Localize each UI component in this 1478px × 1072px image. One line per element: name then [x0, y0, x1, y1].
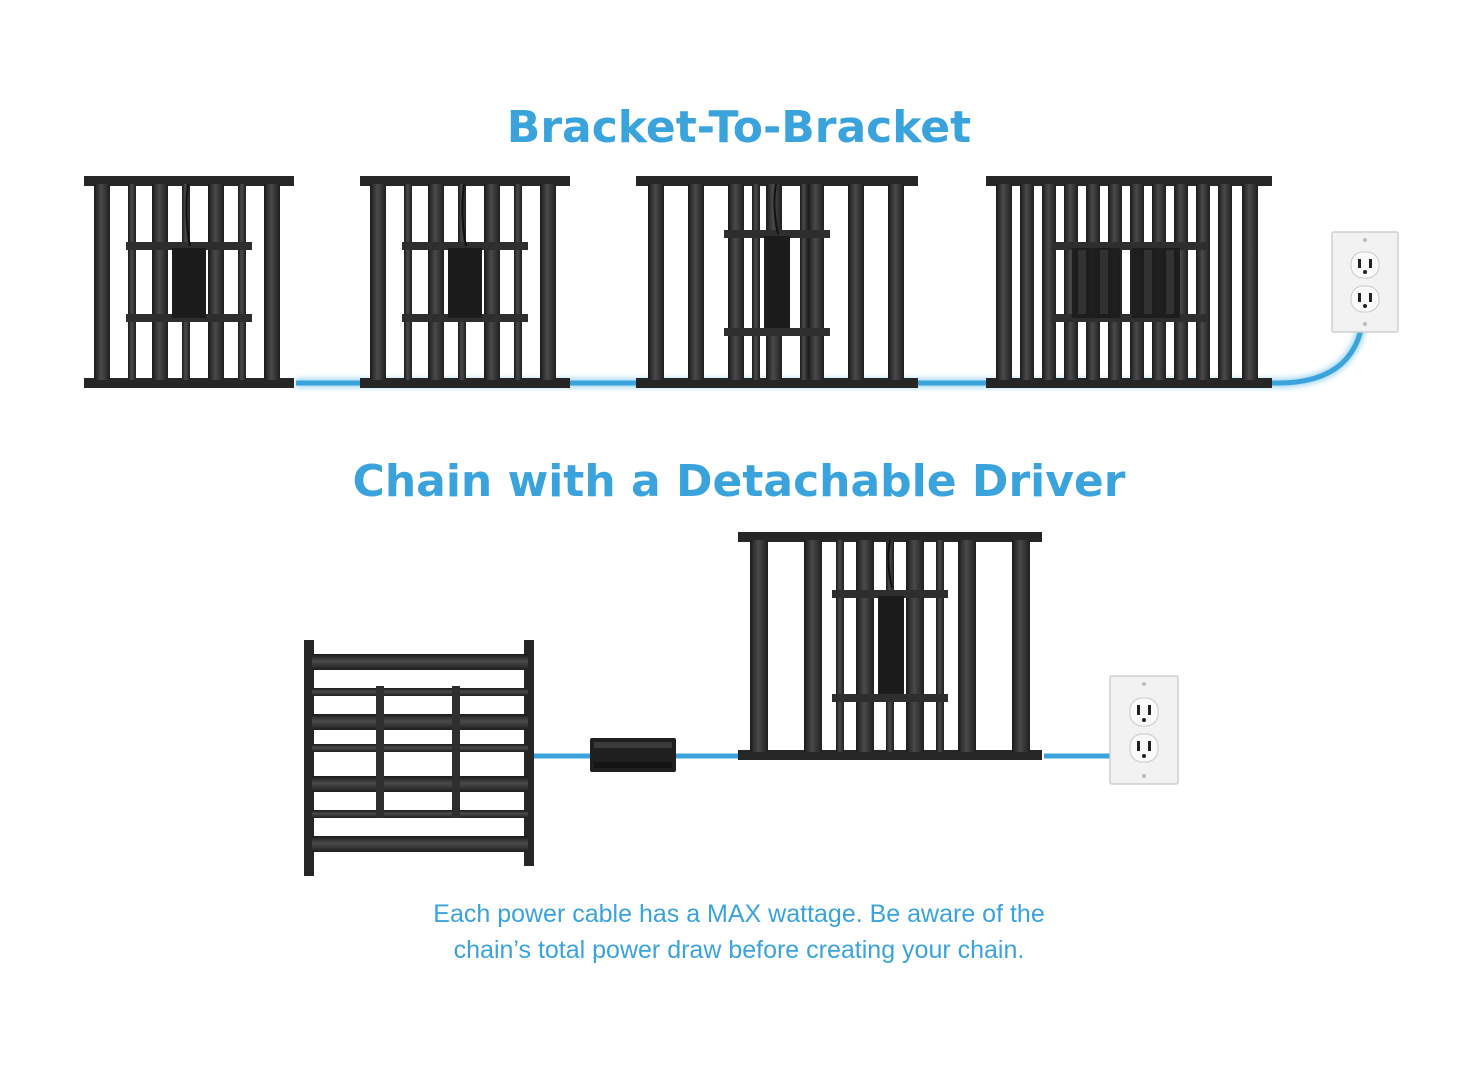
power-driver-box-icon: [590, 738, 676, 772]
led-grow-light-fixture-icon: [304, 640, 534, 876]
led-grow-light-fixture-icon: [84, 176, 294, 388]
section-title-bracket-to-bracket: Bracket-To-Bracket: [506, 102, 972, 153]
led-grow-light-fixture-icon: [636, 176, 918, 388]
caption-note: Each power cable has a MAX wattage. Be a…: [0, 896, 1478, 968]
wall-outlet-icon: [1109, 675, 1179, 785]
caption-line-1: Each power cable has a MAX wattage. Be a…: [433, 900, 1045, 928]
led-grow-light-fixture-icon: [738, 532, 1042, 760]
caption-line-2: chain’s total power draw before creating…: [453, 936, 1025, 964]
section-title-detachable-driver: Chain with a Detachable Driver: [352, 456, 1126, 507]
wall-outlet-icon: [1331, 231, 1399, 333]
led-grow-light-fixture-icon: [986, 176, 1272, 388]
led-grow-light-fixture-icon: [360, 176, 570, 388]
